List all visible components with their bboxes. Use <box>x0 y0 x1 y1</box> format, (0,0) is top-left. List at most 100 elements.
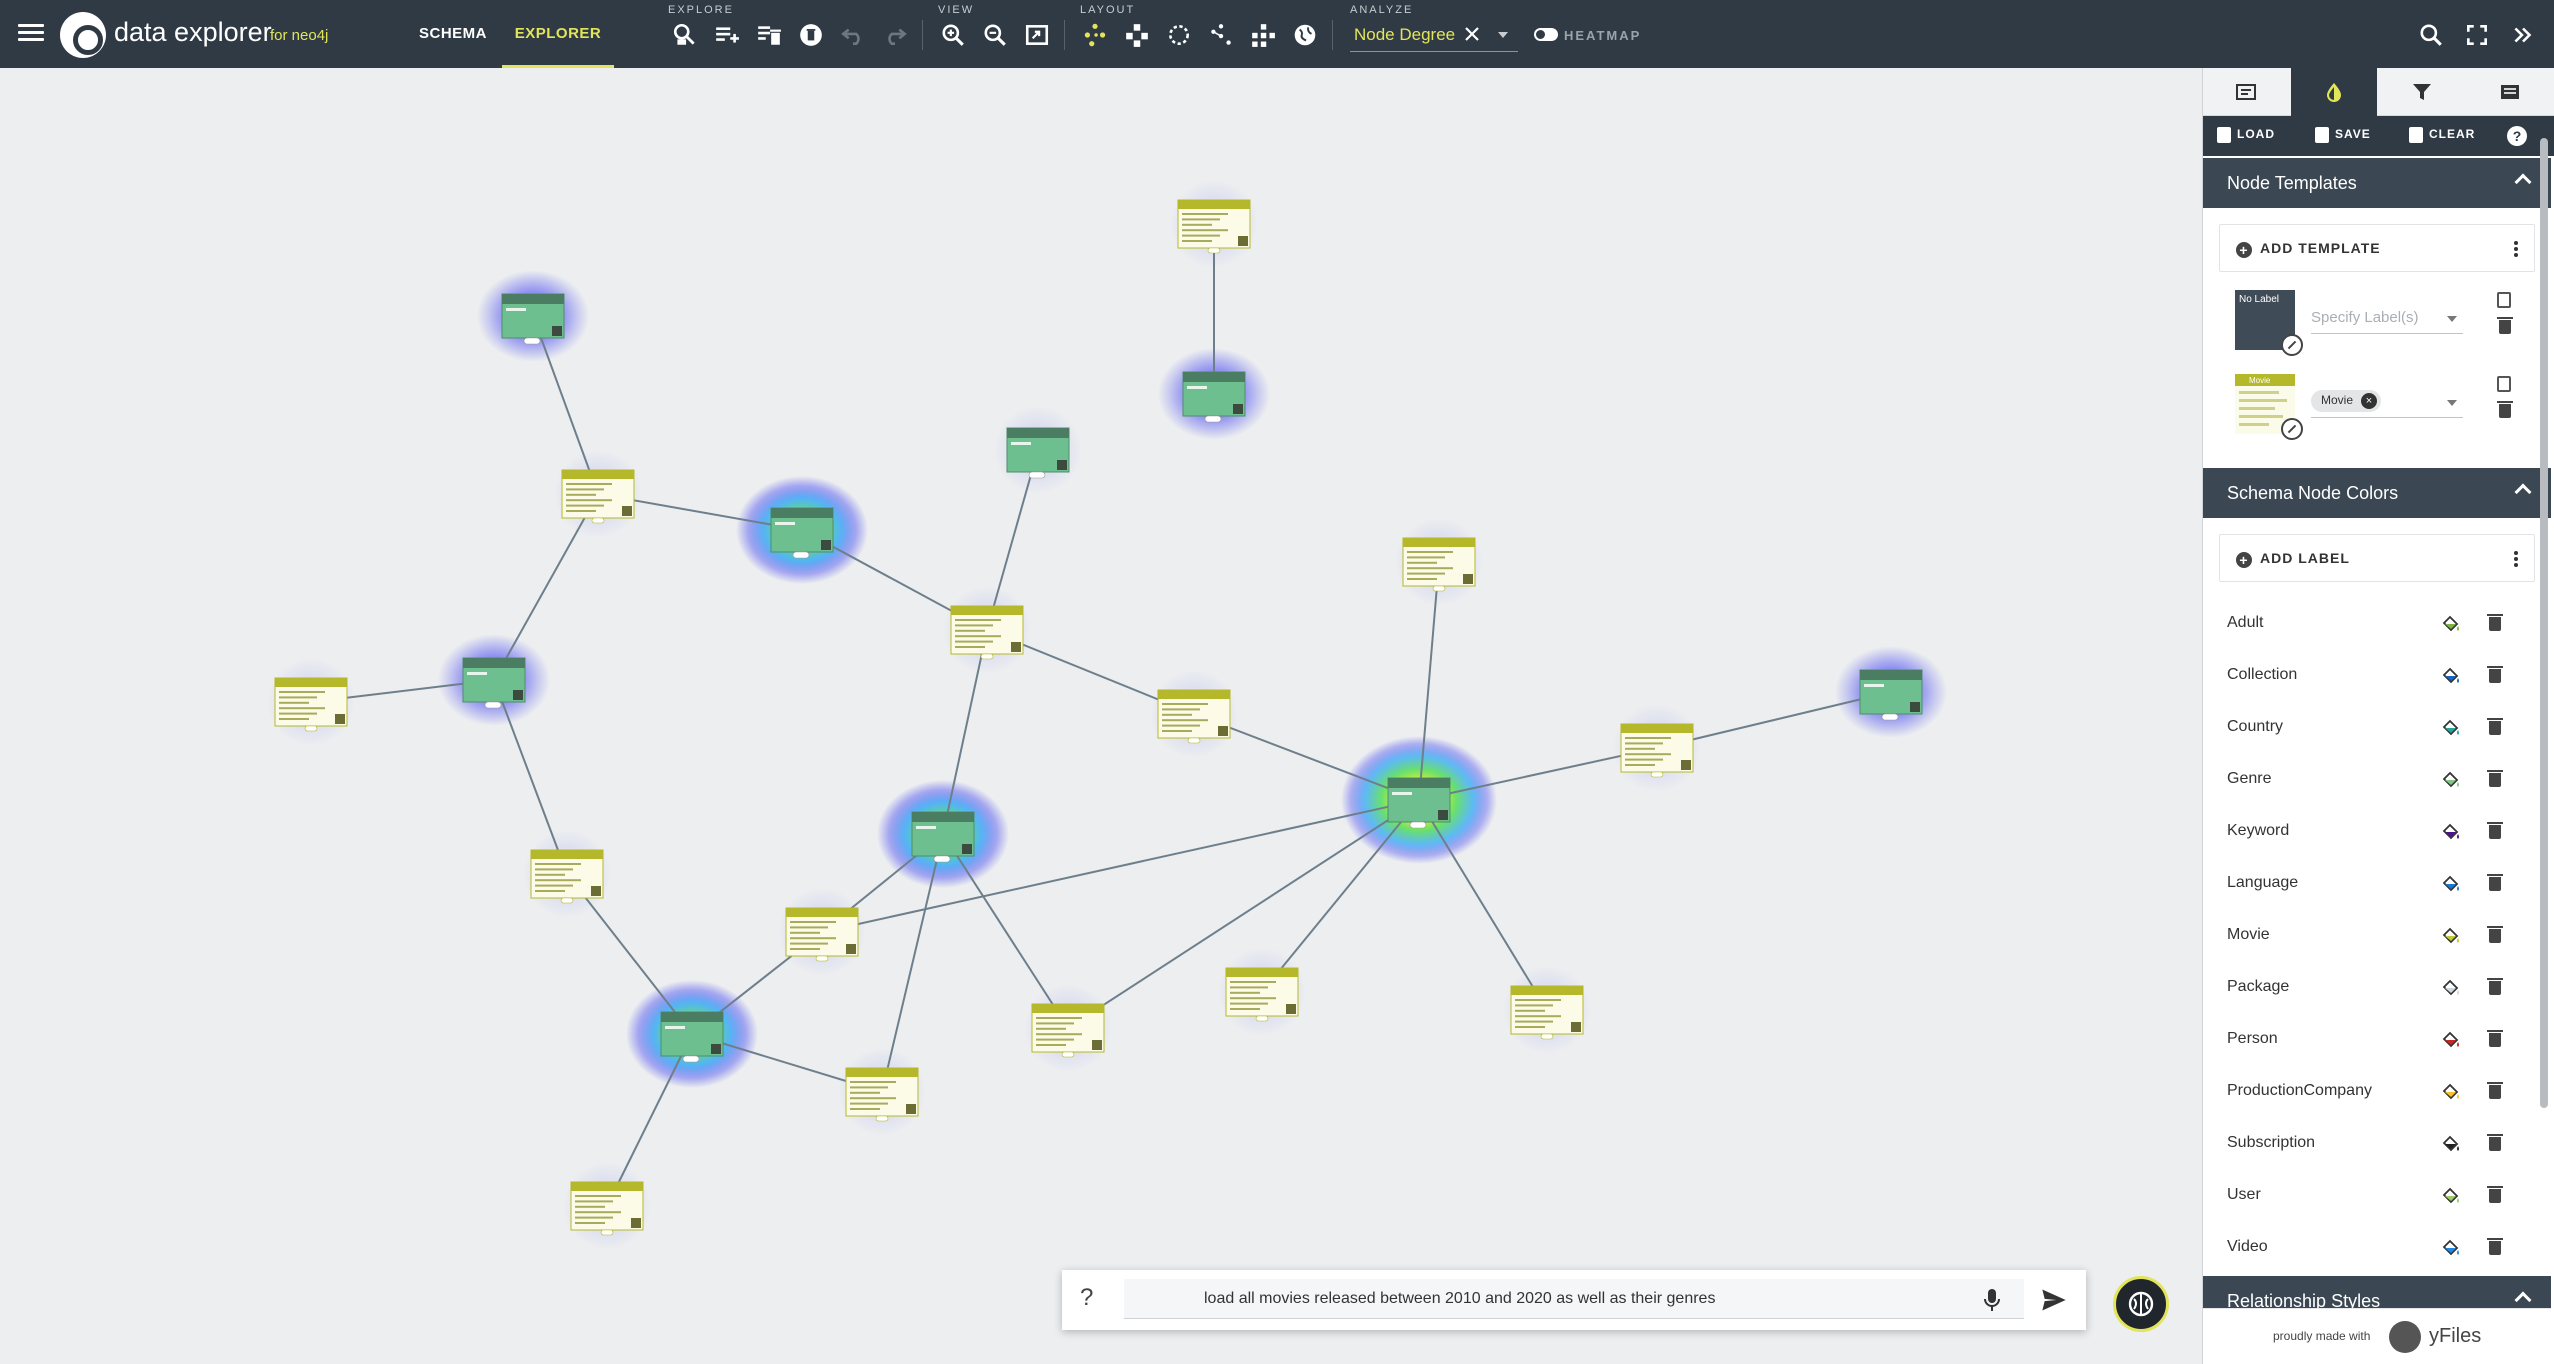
delete-icon[interactable] <box>2487 1030 2503 1047</box>
movie-node[interactable] <box>1402 537 1476 592</box>
copy-icon[interactable] <box>2497 292 2511 308</box>
paint-bucket-icon[interactable] <box>2441 1238 2461 1258</box>
delete-icon[interactable] <box>2487 874 2503 891</box>
node-templates-header[interactable]: Node Templates <box>2203 158 2551 208</box>
paint-bucket-icon[interactable] <box>2441 770 2461 790</box>
delete-icon[interactable] <box>2487 718 2503 735</box>
geo-layout-icon[interactable] <box>1292 22 1318 48</box>
edit-icon[interactable] <box>2281 334 2303 356</box>
zoom-in-icon[interactable] <box>940 22 966 48</box>
undo-icon[interactable] <box>840 22 866 48</box>
paint-bucket-icon[interactable] <box>2441 978 2461 998</box>
delete-icon[interactable] <box>2487 614 2503 631</box>
hierarchic-layout-icon[interactable] <box>1124 22 1150 48</box>
paint-bucket-icon[interactable] <box>2441 666 2461 686</box>
graph-canvas[interactable] <box>0 68 2200 1364</box>
genre-node[interactable] <box>1387 777 1451 829</box>
movie-node[interactable] <box>1157 689 1231 744</box>
zoom-out-icon[interactable] <box>982 22 1008 48</box>
prompt-help-button[interactable]: ? <box>1080 1284 1094 1311</box>
add-to-list-icon[interactable] <box>714 22 740 48</box>
movie-node[interactable] <box>1510 985 1584 1040</box>
genre-node[interactable] <box>1006 427 1070 479</box>
genre-node[interactable] <box>462 657 526 709</box>
panel-scrollbar[interactable] <box>2540 138 2548 1108</box>
help-button[interactable]: ? <box>2507 126 2527 146</box>
clear-icon[interactable] <box>1462 24 1482 44</box>
label-select[interactable]: Specify Label(s) <box>2311 302 2463 334</box>
graph-view[interactable] <box>0 68 2200 1364</box>
movie-node[interactable] <box>1225 967 1299 1022</box>
organic-layout-icon[interactable] <box>1082 22 1108 48</box>
heatmap-toggle[interactable] <box>1534 28 1558 41</box>
chevron-down-icon[interactable] <box>2447 316 2457 322</box>
paint-bucket-icon[interactable] <box>2441 1030 2461 1050</box>
delete-icon[interactable] <box>2487 926 2503 943</box>
chevron-down-icon[interactable] <box>1498 32 1508 38</box>
tab-schema[interactable]: SCHEMA <box>418 25 487 42</box>
save-button[interactable]: SAVE <box>2315 127 2371 143</box>
genre-node[interactable] <box>660 1011 724 1063</box>
movie-node[interactable] <box>950 605 1024 660</box>
movie-node[interactable] <box>1177 199 1251 254</box>
genre-node[interactable] <box>770 507 834 559</box>
tab-filter[interactable] <box>2379 68 2465 116</box>
delete-icon[interactable] <box>2487 770 2503 787</box>
microphone-icon[interactable] <box>1982 1288 2002 1312</box>
paint-bucket-icon[interactable] <box>2441 614 2461 634</box>
tree-layout-icon[interactable] <box>1250 22 1276 48</box>
tab-data[interactable] <box>2467 68 2553 116</box>
genre-node[interactable] <box>501 293 565 345</box>
paint-bucket-icon[interactable] <box>2441 874 2461 894</box>
chevron-up-icon[interactable] <box>2514 1291 2532 1309</box>
remove-chip-icon[interactable]: × <box>2361 393 2378 409</box>
movie-node[interactable] <box>1031 1003 1105 1058</box>
genre-node[interactable] <box>1859 669 1923 721</box>
delete-icon[interactable] <box>2487 1186 2503 1203</box>
label-select[interactable]: Movie× <box>2311 386 2463 418</box>
movie-node[interactable] <box>845 1067 919 1122</box>
tab-styles[interactable] <box>2291 68 2377 116</box>
send-icon[interactable] <box>2040 1286 2068 1314</box>
copy-icon[interactable] <box>2497 376 2511 392</box>
paint-bucket-icon[interactable] <box>2441 822 2461 842</box>
genre-node[interactable] <box>1182 371 1246 423</box>
paint-bucket-icon[interactable] <box>2441 718 2461 738</box>
add-label-button[interactable]: +ADD LABEL <box>2236 550 2350 568</box>
redo-icon[interactable] <box>882 22 908 48</box>
movie-node[interactable] <box>561 469 635 524</box>
fullscreen-icon[interactable] <box>2464 22 2490 48</box>
circular-layout-icon[interactable] <box>1166 22 1192 48</box>
chevron-up-icon[interactable] <box>2514 483 2532 501</box>
more-vert-icon[interactable] <box>2512 239 2520 259</box>
movie-node[interactable] <box>785 907 859 962</box>
paint-bucket-icon[interactable] <box>2441 1082 2461 1102</box>
chevron-up-icon[interactable] <box>2514 173 2532 191</box>
collapse-panel-icon[interactable] <box>2510 22 2536 48</box>
prompt-input[interactable] <box>1124 1279 2024 1319</box>
ai-assistant-button[interactable] <box>2113 1276 2169 1332</box>
delete-icon[interactable] <box>2487 1134 2503 1151</box>
fit-content-icon[interactable] <box>1024 22 1050 48</box>
delete-icon[interactable] <box>2497 317 2513 334</box>
clear-list-icon[interactable] <box>756 22 782 48</box>
genre-node[interactable] <box>911 811 975 863</box>
add-template-button[interactable]: +ADD TEMPLATE <box>2236 240 2381 258</box>
chevron-down-icon[interactable] <box>2447 400 2457 406</box>
analyze-select[interactable]: Node Degree <box>1350 18 1518 52</box>
delete-icon[interactable] <box>2487 822 2503 839</box>
movie-node[interactable] <box>274 677 348 732</box>
delete-icon[interactable] <box>2497 401 2513 418</box>
more-vert-icon[interactable] <box>2512 549 2520 569</box>
movie-node[interactable] <box>570 1181 644 1236</box>
paint-bucket-icon[interactable] <box>2441 926 2461 946</box>
paint-bucket-icon[interactable] <box>2441 1134 2461 1154</box>
tab-explorer[interactable]: EXPLORER <box>502 0 614 68</box>
paint-bucket-icon[interactable] <box>2441 1186 2461 1206</box>
delete-selection-icon[interactable] <box>798 22 824 48</box>
tab-properties[interactable] <box>2203 68 2289 116</box>
delete-icon[interactable] <box>2487 666 2503 683</box>
load-button[interactable]: LOAD <box>2217 127 2275 143</box>
movie-node[interactable] <box>530 849 604 904</box>
delete-icon[interactable] <box>2487 1082 2503 1099</box>
